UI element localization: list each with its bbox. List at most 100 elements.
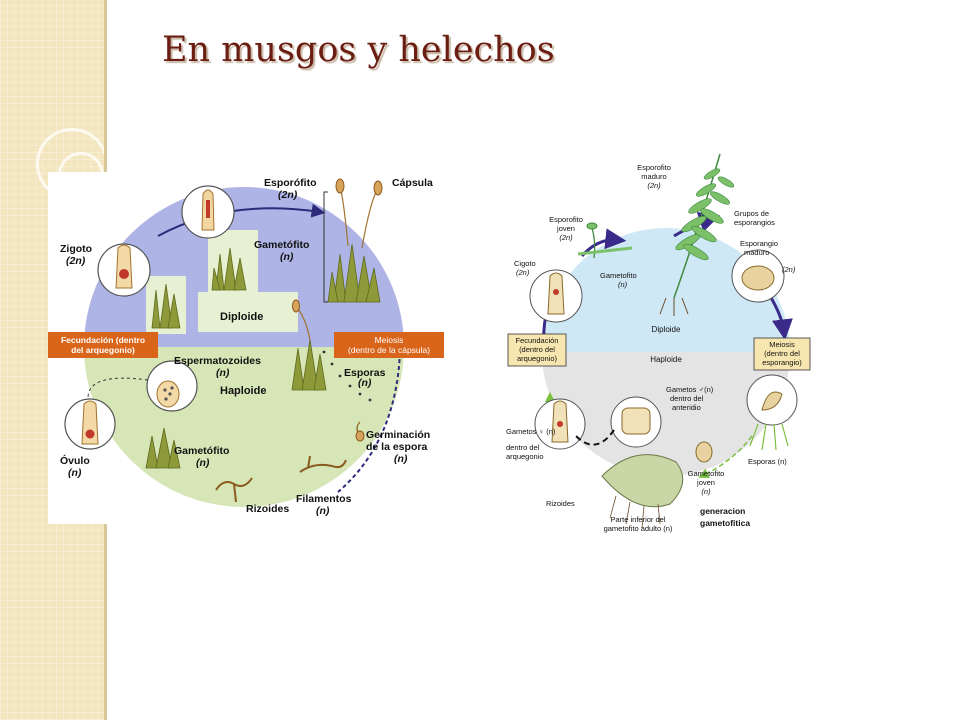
grupos-esporangios-line2: esporangios (734, 218, 775, 227)
moss-life-cycle-diagram: Fecundación (dentro del arquegonio) Meio… (48, 172, 460, 524)
young-gametophyte (695, 441, 713, 463)
fern-meiosis-line3: esporangio) (762, 358, 802, 367)
fecundacion-label-line1: Fecundación (dentro (61, 335, 145, 345)
esporofito-maduro-ploidy: (2n) (647, 181, 661, 190)
diploid-label-inset (198, 292, 298, 332)
ovulo-ploidy: (n) (68, 467, 82, 479)
cigoto-label: Cigoto (514, 259, 536, 268)
haploide-label: Haploide (220, 385, 266, 397)
fern-fecundacion-line3: arquegonio) (517, 354, 558, 363)
diploide-label: Diploide (220, 311, 263, 323)
parte-inferior-line2: gametofito adulto (n) (604, 524, 673, 533)
meiosis-label-line1: Meiosis (375, 335, 404, 345)
fern-meiosis-box (753, 337, 811, 371)
cigoto-ploidy: (2n) (516, 268, 530, 277)
moss-sporophyte-plant (327, 178, 383, 303)
esporofito-maduro-line2: maduro (641, 172, 666, 181)
gamete-dashed-path (575, 429, 615, 446)
parte-inferior-line1: Parte inferior del (610, 515, 665, 524)
fern-meiosis-line2: (dentro del (764, 349, 800, 358)
zygote-magnifier-fern (529, 269, 583, 323)
esporangio-maduro-line1: Esporangio (740, 239, 778, 248)
espermatozoides-label: Espermatozoides (174, 355, 261, 367)
fern-haploide-label: Haploide (650, 355, 682, 364)
rizoides-fern-label: Rizoides (546, 499, 575, 508)
sporangium-magnifier (731, 249, 785, 303)
ovulo-label: Óvulo (60, 454, 90, 467)
moss-tuft-top (211, 247, 247, 291)
generacion-gametofitica-line1: generacion (700, 506, 745, 516)
gametofito-joven-line2: joven (696, 478, 715, 487)
sperm-magnifier (146, 360, 198, 412)
esporas-label: Esporas (344, 367, 386, 379)
esporofito-joven-line2: joven (556, 224, 575, 233)
grupos-esporangios-line1: Grupos de (734, 209, 769, 218)
adult-gametophyte (601, 454, 684, 529)
zygote-magnifier (97, 243, 151, 297)
germinating-spore (355, 421, 365, 442)
esporangio-maduro-ploidy: (2n) (782, 265, 796, 274)
gametofito-joven-line1: Gametofito (688, 469, 725, 478)
fern-cycle-arrow-green (698, 435, 753, 479)
gametos-female-line2: dentro del (506, 443, 540, 452)
gametofito-bottom-label: Gametófito (174, 445, 229, 457)
germinacion-ploidy: (n) (394, 453, 408, 465)
rizoides-label: Rizoides (246, 503, 289, 515)
esporangio-maduro-line2: maduro (744, 248, 769, 257)
archegonium-magnifier (534, 398, 586, 450)
esporas-label: Esporas (n) (748, 457, 787, 466)
fern-haploid-phase-area (542, 352, 790, 476)
fern-diploid-phase-area (542, 228, 790, 352)
esporofito-maduro-line1: Esporofito (637, 163, 671, 172)
young-sporophyte-sprout (577, 222, 633, 259)
gametofito-top-ploidy: (n) (280, 251, 294, 263)
meiosis-label-line2: (dentro de la cápsula) (348, 345, 430, 355)
fern-fecundacion-line2: (dentro del (519, 345, 555, 354)
zigoto-label: Zigoto (60, 243, 92, 255)
sporophyte-bracket (323, 191, 328, 303)
fern-fecundacion-line1: Fecundación (516, 336, 559, 345)
filaments (299, 455, 347, 473)
fecundacion-label-line2: del arquegonio) (71, 345, 135, 355)
slide-title: En musgos y helechos (162, 30, 555, 70)
esporofito-joven-ploidy: (2n) (559, 233, 573, 242)
moss-meiosis-plant (291, 299, 327, 391)
germinacion-label-line1: Germinación (366, 429, 430, 441)
spore-release-magnifier (746, 374, 798, 426)
gametofito-label: Gametofito (600, 271, 637, 280)
gametos-male-line1: Gametos ♂(n) (666, 385, 714, 394)
esporofito-joven-line1: Esporofito (549, 215, 583, 224)
gametofito-top-label: Gametófito (254, 239, 309, 251)
spore-dots (322, 350, 372, 402)
antheridium-magnifier (610, 396, 662, 448)
gametos-female-line1: Gametos ♀ (n) (506, 427, 556, 436)
filamentos-ploidy: (n) (316, 505, 330, 517)
capsula-label: Cápsula (392, 177, 433, 189)
meiosis-banner (334, 332, 444, 358)
gametofito-bottom-ploidy: (n) (196, 457, 210, 469)
fecundacion-banner (48, 332, 158, 358)
moss-tuft-zygote (151, 283, 181, 329)
gametos-male-line3: anteridio (672, 403, 701, 412)
spore-drop-lines (749, 423, 789, 451)
filamentos-label: Filamentos (296, 493, 352, 505)
esporas-ploidy: (n) (358, 377, 372, 389)
espermatozoides-ploidy: (n) (216, 367, 230, 379)
fern-fecundacion-box (507, 333, 567, 367)
mature-sporophyte-frond (659, 153, 735, 316)
zigoto-ploidy: (2n) (66, 255, 86, 267)
gametofito-joven-ploidy: (n) (701, 487, 711, 496)
gametos-female-line3: arquegonio (506, 452, 544, 461)
germinacion-label-line2: de la espora (366, 441, 427, 453)
ovum-magnifier (64, 398, 116, 450)
esporofito-label: Esporófito (264, 177, 317, 189)
moss-gametophyte-bottom (145, 427, 181, 469)
fern-life-cycle-diagram: Fecundación (dentro del arquegonio) Meio… (506, 146, 814, 538)
gametos-male-line2: dentro del (670, 394, 704, 403)
rizoides-plant (215, 477, 253, 503)
fern-cycle-arrow (768, 295, 793, 341)
esporofito-ploidy: (2n) (278, 189, 298, 201)
cycle-arrow (337, 351, 401, 493)
gametofito-ploidy: (n) (618, 280, 628, 289)
fern-diploide-label: Diploide (652, 325, 681, 334)
